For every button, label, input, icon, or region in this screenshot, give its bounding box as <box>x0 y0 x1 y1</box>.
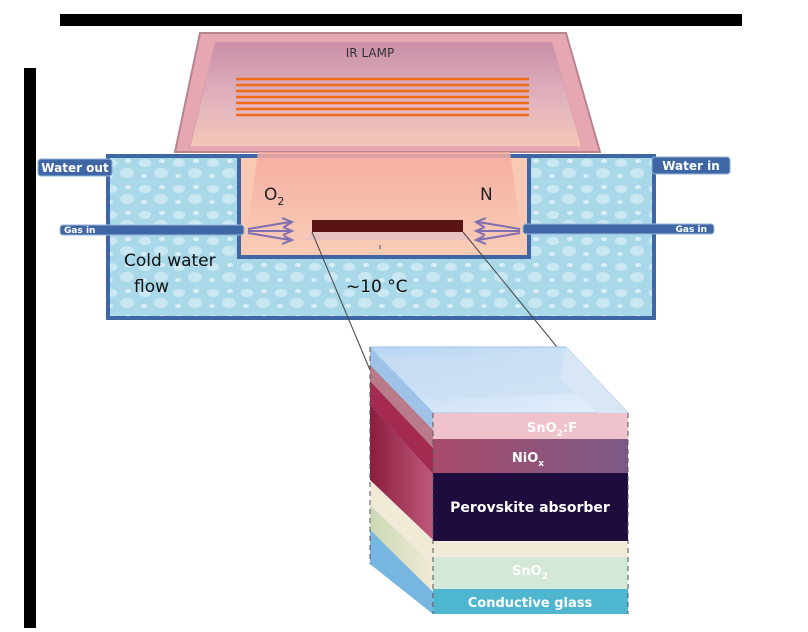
layer-sno2 <box>433 557 628 589</box>
water-in-label: Water in <box>662 159 720 173</box>
water-out-port: Water out <box>37 158 113 177</box>
layer-glass-label: Conductive glass <box>468 596 593 611</box>
water-out-label: Water out <box>41 161 109 175</box>
layer-perovskite <box>433 473 628 541</box>
layer-sno2-label: SnO2 <box>512 564 548 582</box>
gas-in-left-port: Gas in <box>59 224 245 236</box>
device-layer-stack: SnO2:F NiOx Perovskite absorber SnO2 Con… <box>368 346 630 614</box>
gas-flow-left-arrows <box>247 217 295 245</box>
top-border-bar <box>60 14 742 26</box>
gas-flow-right-arrows <box>473 217 521 245</box>
layer-fto <box>433 413 628 439</box>
gas-in-left-label: Gas in <box>64 226 95 236</box>
temperature-label: ~10 °C <box>346 277 408 297</box>
gas-in-right-port: Gas in <box>522 223 715 235</box>
layer-fto-label: SnO2:F <box>527 421 577 439</box>
lamp-filament <box>236 77 529 117</box>
gas-left-label: O2 <box>264 185 284 208</box>
water-in-port: Water in <box>651 156 731 175</box>
svg-text:O2: O2 <box>264 185 284 208</box>
cold-water-label-line1: Cold water <box>124 251 216 271</box>
layer-perovskite-label: Perovskite absorber <box>450 500 610 516</box>
layer-nio <box>433 439 628 473</box>
gas-in-right-label: Gas in <box>676 225 707 235</box>
layer-conductive-glass <box>433 589 628 614</box>
layer-nio-label: NiOx <box>512 451 544 469</box>
zoom-line-left <box>311 231 371 371</box>
left-border-bar <box>24 68 36 628</box>
gas-right-label: N <box>480 185 493 205</box>
zoom-line-right <box>462 231 567 359</box>
reaction-chamber: O2 N <box>237 152 531 259</box>
cold-water-label-line2: flow <box>134 277 169 297</box>
lamp-label: IR LAMP <box>346 46 394 60</box>
layer-interface <box>433 541 628 557</box>
sample-substrate <box>312 220 463 232</box>
ir-lamp: IR LAMP <box>173 32 602 153</box>
